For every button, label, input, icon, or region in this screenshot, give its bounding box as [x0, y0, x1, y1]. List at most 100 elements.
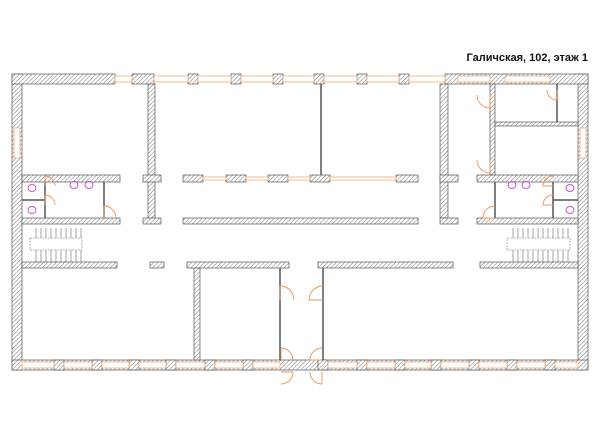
window — [516, 361, 546, 369]
wall — [21, 174, 121, 183]
window — [440, 361, 470, 369]
window — [282, 75, 315, 83]
door-swing — [542, 175, 554, 187]
toilet-icon — [27, 206, 37, 214]
window — [329, 176, 397, 181]
wall — [398, 73, 410, 85]
toilet-icon — [27, 184, 37, 192]
door-swing — [280, 347, 294, 361]
walls — [11, 73, 589, 371]
toilet-icon — [521, 181, 531, 189]
window — [408, 75, 446, 83]
wall — [439, 174, 459, 183]
wall — [494, 121, 579, 127]
window — [245, 176, 269, 181]
wall — [142, 217, 162, 225]
door-swing — [44, 175, 56, 187]
window — [240, 75, 274, 83]
wall — [479, 261, 579, 269]
window — [478, 361, 508, 369]
window — [366, 75, 400, 83]
wall — [182, 174, 204, 183]
wall — [544, 359, 556, 371]
window — [366, 361, 396, 369]
window — [554, 361, 579, 369]
wall — [577, 73, 589, 371]
wall — [356, 73, 368, 85]
wall — [476, 174, 579, 183]
wall — [430, 359, 442, 371]
window — [21, 361, 55, 369]
wall — [91, 359, 103, 371]
window — [138, 361, 167, 369]
fixtures — [27, 181, 575, 214]
wall — [506, 359, 518, 371]
wall — [395, 174, 419, 183]
stairs — [29, 228, 571, 262]
window — [175, 361, 206, 369]
window — [404, 361, 432, 369]
wall — [11, 73, 23, 371]
wall — [225, 174, 247, 183]
wall — [439, 217, 459, 225]
wall — [313, 73, 325, 85]
wall — [182, 217, 419, 225]
wall — [147, 83, 156, 219]
window — [457, 75, 491, 83]
window — [153, 75, 189, 83]
window — [202, 176, 227, 181]
window — [504, 75, 551, 83]
wall — [356, 359, 368, 371]
wall — [149, 261, 165, 269]
wall — [230, 73, 242, 85]
stair-landing — [29, 237, 83, 251]
wall — [11, 359, 589, 371]
door-swing — [279, 285, 295, 301]
wall — [317, 359, 329, 371]
stair-landing — [506, 237, 571, 251]
door-swing — [546, 89, 558, 101]
wall — [165, 359, 177, 371]
wall — [476, 217, 579, 225]
wall — [131, 73, 155, 85]
window — [214, 361, 244, 369]
wall — [11, 73, 116, 85]
window — [323, 75, 358, 83]
door-swing — [476, 94, 491, 109]
door-swing — [309, 347, 323, 361]
window — [114, 75, 133, 83]
wall — [142, 174, 162, 183]
wall — [21, 261, 118, 269]
toilet-icon — [507, 181, 517, 189]
wall — [193, 267, 201, 361]
wall — [242, 359, 254, 371]
window — [197, 75, 232, 83]
doors — [44, 89, 558, 385]
door-swing — [482, 205, 496, 219]
toilet-icon — [84, 181, 94, 189]
toilet-icon — [565, 184, 575, 192]
door-swing — [308, 285, 324, 301]
plan-title: Галичская, 102, этаж 1 — [466, 52, 589, 64]
wall — [468, 359, 480, 371]
door-swing — [476, 159, 491, 174]
door-swing — [542, 194, 554, 206]
door-swing — [280, 371, 294, 385]
wall — [267, 174, 289, 183]
wall — [187, 73, 199, 85]
wall — [489, 83, 496, 176]
windows — [13, 75, 587, 369]
toilet-icon — [69, 181, 79, 189]
window — [327, 361, 358, 369]
wall — [272, 73, 284, 85]
window — [252, 361, 281, 369]
window — [63, 361, 93, 369]
toilet-icon — [565, 206, 575, 214]
window — [101, 361, 130, 369]
wall — [317, 261, 454, 269]
door-swing — [44, 194, 56, 206]
door-swing — [309, 371, 323, 385]
window — [287, 176, 311, 181]
wall — [128, 359, 140, 371]
